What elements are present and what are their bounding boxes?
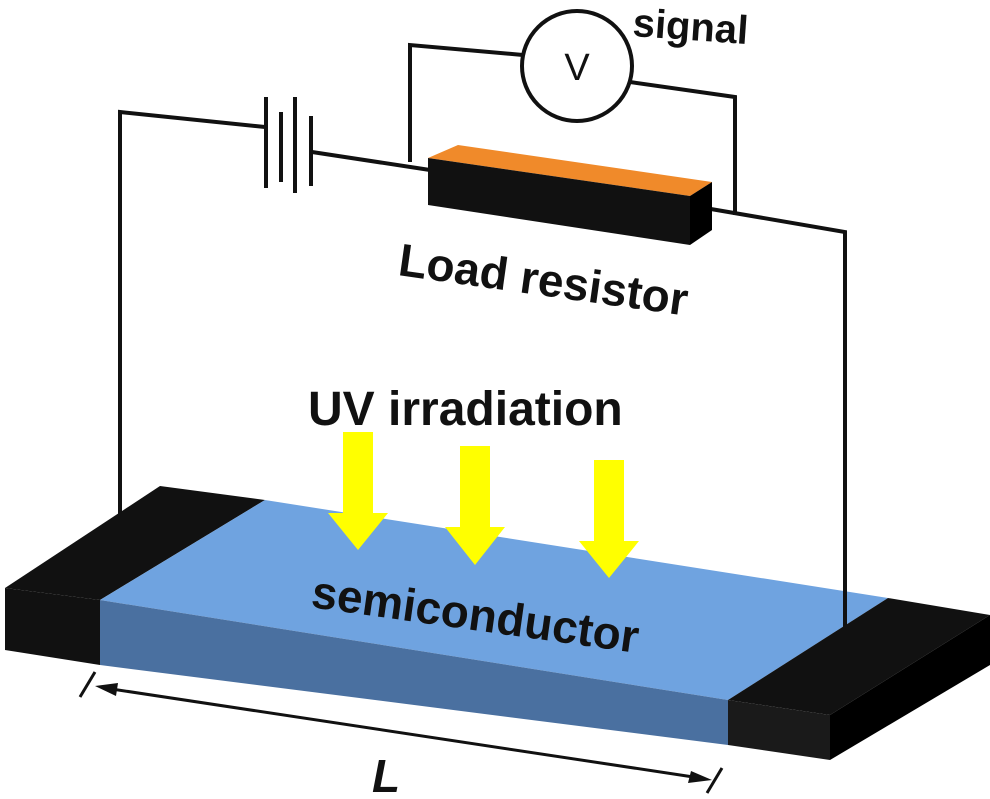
right-electrode-side — [830, 615, 990, 760]
semiconductor-slab — [5, 486, 990, 760]
down-arrow-icon — [579, 460, 639, 578]
resistor-side — [690, 182, 712, 245]
wire-voltmeter-right — [629, 80, 737, 215]
uv-arrows — [328, 432, 639, 578]
wire-left — [118, 109, 266, 540]
circuit-wires — [118, 42, 847, 660]
down-arrow-icon — [328, 432, 388, 550]
load-resistor-label: Load resistor — [396, 233, 692, 325]
voltmeter-label: V — [564, 47, 590, 89]
voltmeter-icon: V — [520, 9, 634, 123]
battery-icon — [264, 97, 313, 193]
resistor-top — [428, 145, 712, 196]
wire-voltmeter-left — [408, 42, 524, 162]
resistor-front — [428, 158, 690, 245]
wire-battery-to-resistor — [311, 150, 431, 172]
down-arrow-icon — [445, 446, 505, 565]
signal-label: signal — [631, 1, 749, 53]
length-label: L — [372, 750, 400, 799]
left-electrode-top — [5, 486, 265, 600]
wire-right — [704, 206, 847, 660]
right-electrode-front — [728, 700, 830, 760]
semiconductor-front-face — [100, 600, 728, 745]
uv-irradiation-label: UV irradiation — [308, 383, 623, 436]
left-electrode-front — [5, 588, 100, 665]
right-electrode-top — [728, 598, 990, 715]
load-resistor — [428, 145, 712, 245]
length-dimension — [78, 671, 724, 794]
semiconductor-top-face — [100, 500, 888, 700]
